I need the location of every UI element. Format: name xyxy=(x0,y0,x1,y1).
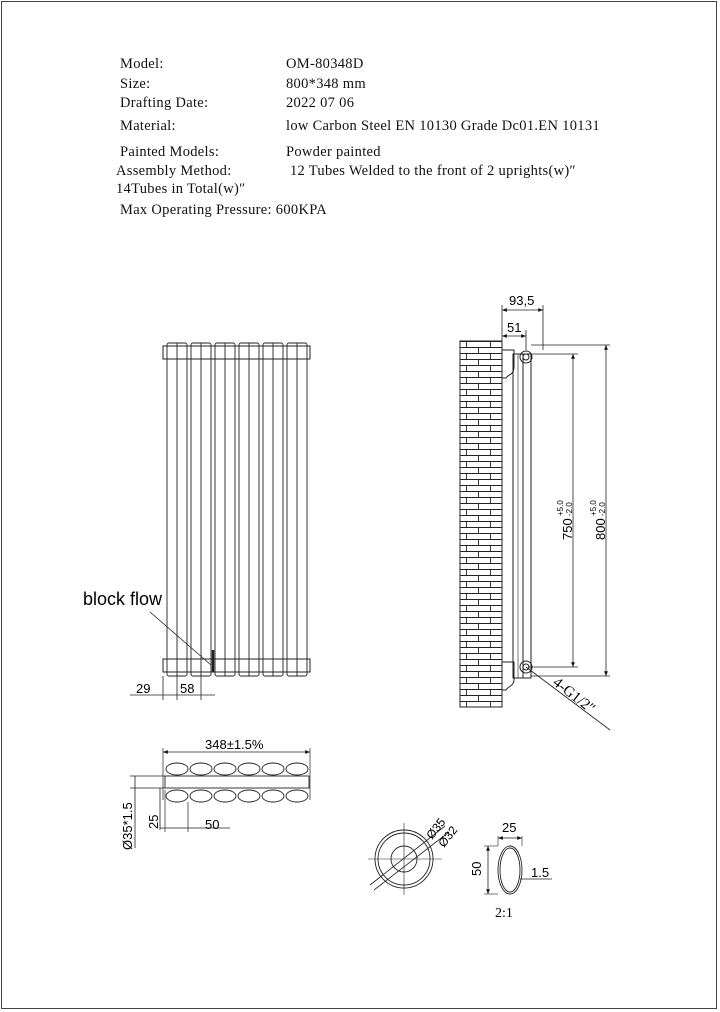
dim-93-5: 93,5 xyxy=(509,293,534,308)
assembly-label: Assembly Method: xyxy=(116,163,232,179)
model-label: Model: xyxy=(120,56,164,72)
material-label: Material: xyxy=(120,118,176,134)
dim-tube-dia: Ø35*1.5 xyxy=(120,802,135,850)
dim-oval-50: 50 xyxy=(469,862,484,876)
dim-800-tol-minus: -2.0 xyxy=(598,502,607,516)
connection-label: 4-G1/2″ xyxy=(550,675,598,718)
size-label: Size: xyxy=(120,76,151,92)
dim-800-tol-plus: +5.0 xyxy=(589,500,598,516)
scale-label: 2:1 xyxy=(495,906,513,921)
tubes-total: 14Tubes in Total(w)″ xyxy=(116,181,246,197)
block-flow-label: block flow xyxy=(83,589,163,609)
painted-label: Painted Models: xyxy=(120,144,220,160)
top-header-bar xyxy=(162,345,311,360)
dim-750-tol-plus: +5.0 xyxy=(556,500,565,516)
dim-25-top: 25 xyxy=(146,815,161,829)
dim-oval-25: 25 xyxy=(502,820,516,835)
date-label: Drafting Date: xyxy=(120,95,209,111)
dim-50-top: 50 xyxy=(205,817,219,832)
size-value: 800*348 mm xyxy=(286,76,366,92)
max-pressure: Max Operating Pressure: 600KPA xyxy=(120,202,328,218)
front-view xyxy=(130,342,311,700)
upper-port-icon xyxy=(519,350,533,364)
dim-800: 800 xyxy=(593,518,608,540)
dim-oval-1-5: 1.5 xyxy=(531,865,549,880)
top-view xyxy=(130,748,311,848)
dim-29: 29 xyxy=(136,681,150,696)
top-tubes-rear xyxy=(165,789,309,803)
dim-58: 58 xyxy=(180,681,194,696)
connection-leader xyxy=(525,666,611,731)
side-view xyxy=(459,305,611,731)
dim-348: 348±1.5% xyxy=(205,737,264,752)
dim-800-group: 800 +5.0 -2.0 xyxy=(589,500,608,540)
block-flow-leader xyxy=(149,611,212,666)
dim-51: 51 xyxy=(507,320,521,335)
assembly-value: 12 Tubes Welded to the front of 2 uprigh… xyxy=(290,163,576,179)
oval-section-detail xyxy=(484,836,552,895)
top-header xyxy=(164,775,310,789)
model-value: OM-80348D xyxy=(286,56,364,72)
oval-outer-icon xyxy=(497,845,523,895)
date-value: 2022 07 06 xyxy=(286,95,355,111)
dim-750-group: 750 +5.0 -2.0 xyxy=(556,500,575,540)
painted-value: Powder painted xyxy=(286,144,381,160)
dim-750-tol-minus: -2.0 xyxy=(565,502,574,516)
material-value: low Carbon Steel EN 10130 Grade Dc01.EN … xyxy=(286,118,600,134)
top-tubes-front xyxy=(165,762,309,776)
tube-group xyxy=(166,342,308,677)
bottom-header-bar xyxy=(162,658,311,673)
round-section-detail xyxy=(368,823,450,895)
dim-750: 750 xyxy=(560,518,575,540)
brick-wall xyxy=(459,340,503,708)
